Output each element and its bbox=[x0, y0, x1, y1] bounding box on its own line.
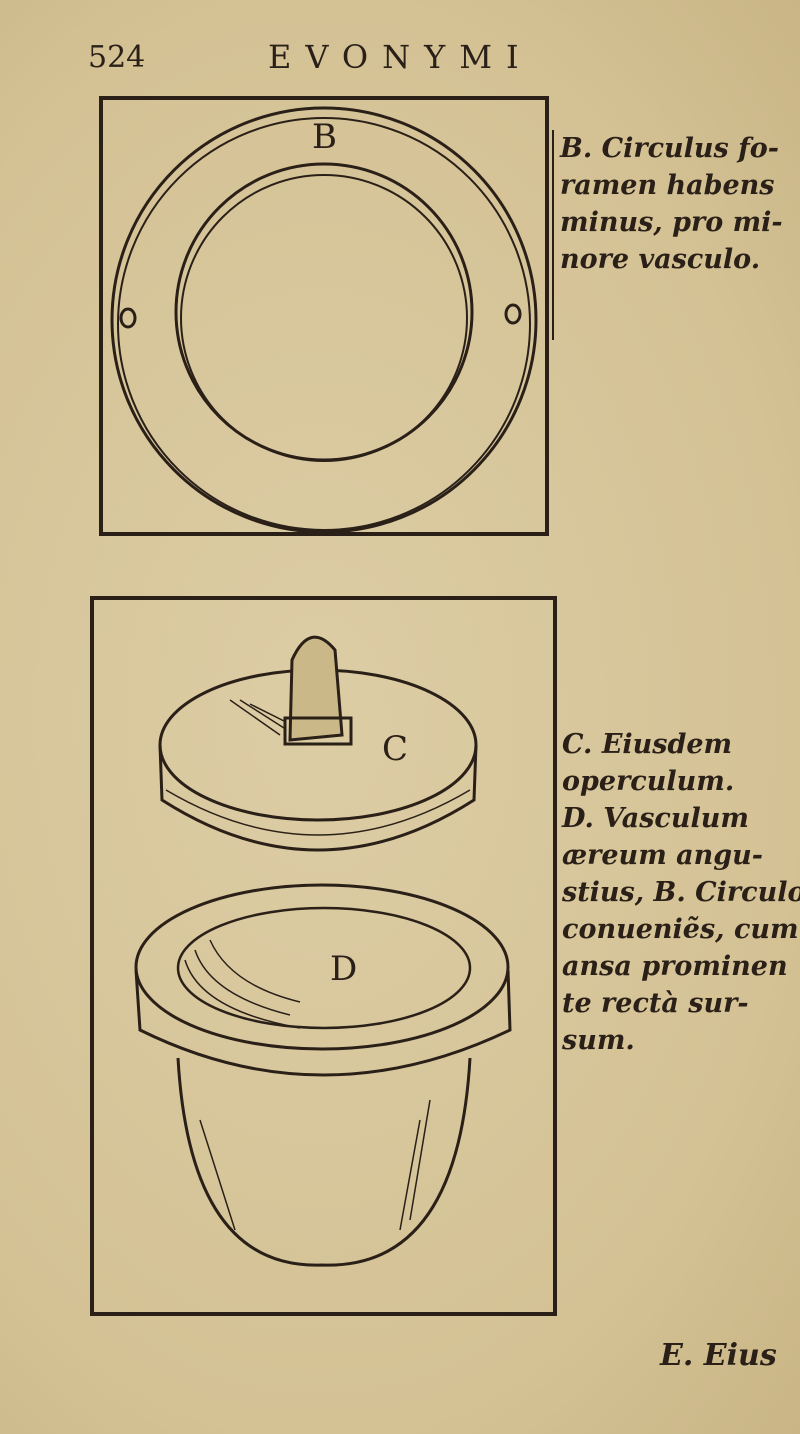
caption-line: æreum angu- bbox=[562, 840, 763, 871]
caption-b: B. Circulus fo- ramen habens minus, pro … bbox=[560, 130, 783, 278]
caption-line: stius, B. Circulo bbox=[562, 877, 800, 908]
caption-line: ansa prominen bbox=[562, 951, 788, 982]
caption-line: ramen habens bbox=[560, 170, 775, 201]
caption-line: minus, pro mi- bbox=[560, 207, 783, 238]
figure-b-frame bbox=[99, 96, 549, 536]
caption-line: B. Circulus fo- bbox=[560, 133, 779, 164]
running-head: EVONYMI bbox=[268, 38, 533, 76]
caption-line: C. Eiusdem bbox=[562, 729, 733, 760]
screw-hole-right bbox=[504, 303, 522, 325]
screw-hole-left bbox=[119, 307, 137, 329]
figure-cd-vessel: C D bbox=[90, 596, 557, 1316]
caption-line: conueniẽs, cum bbox=[562, 914, 799, 945]
figure-label-b: B bbox=[312, 117, 337, 157]
figure-b-ring: B bbox=[99, 96, 549, 536]
caption-line: D. Vasculum bbox=[562, 803, 749, 834]
caption-cd: C. Eiusdem operculum. D. Vasculum æreum … bbox=[562, 726, 800, 1059]
figure-cd-frame bbox=[90, 596, 557, 1316]
catchword: E. Eius bbox=[660, 1338, 777, 1373]
figure-label-c: C bbox=[382, 729, 408, 769]
caption-line: nore vasculo. bbox=[560, 244, 761, 275]
page-number: 524 bbox=[88, 40, 146, 75]
caption-line: te rectà sur- bbox=[562, 988, 749, 1019]
figure-label-d: D bbox=[330, 949, 357, 989]
caption-line: sum. bbox=[562, 1025, 635, 1056]
caption-line: operculum. bbox=[562, 766, 735, 797]
